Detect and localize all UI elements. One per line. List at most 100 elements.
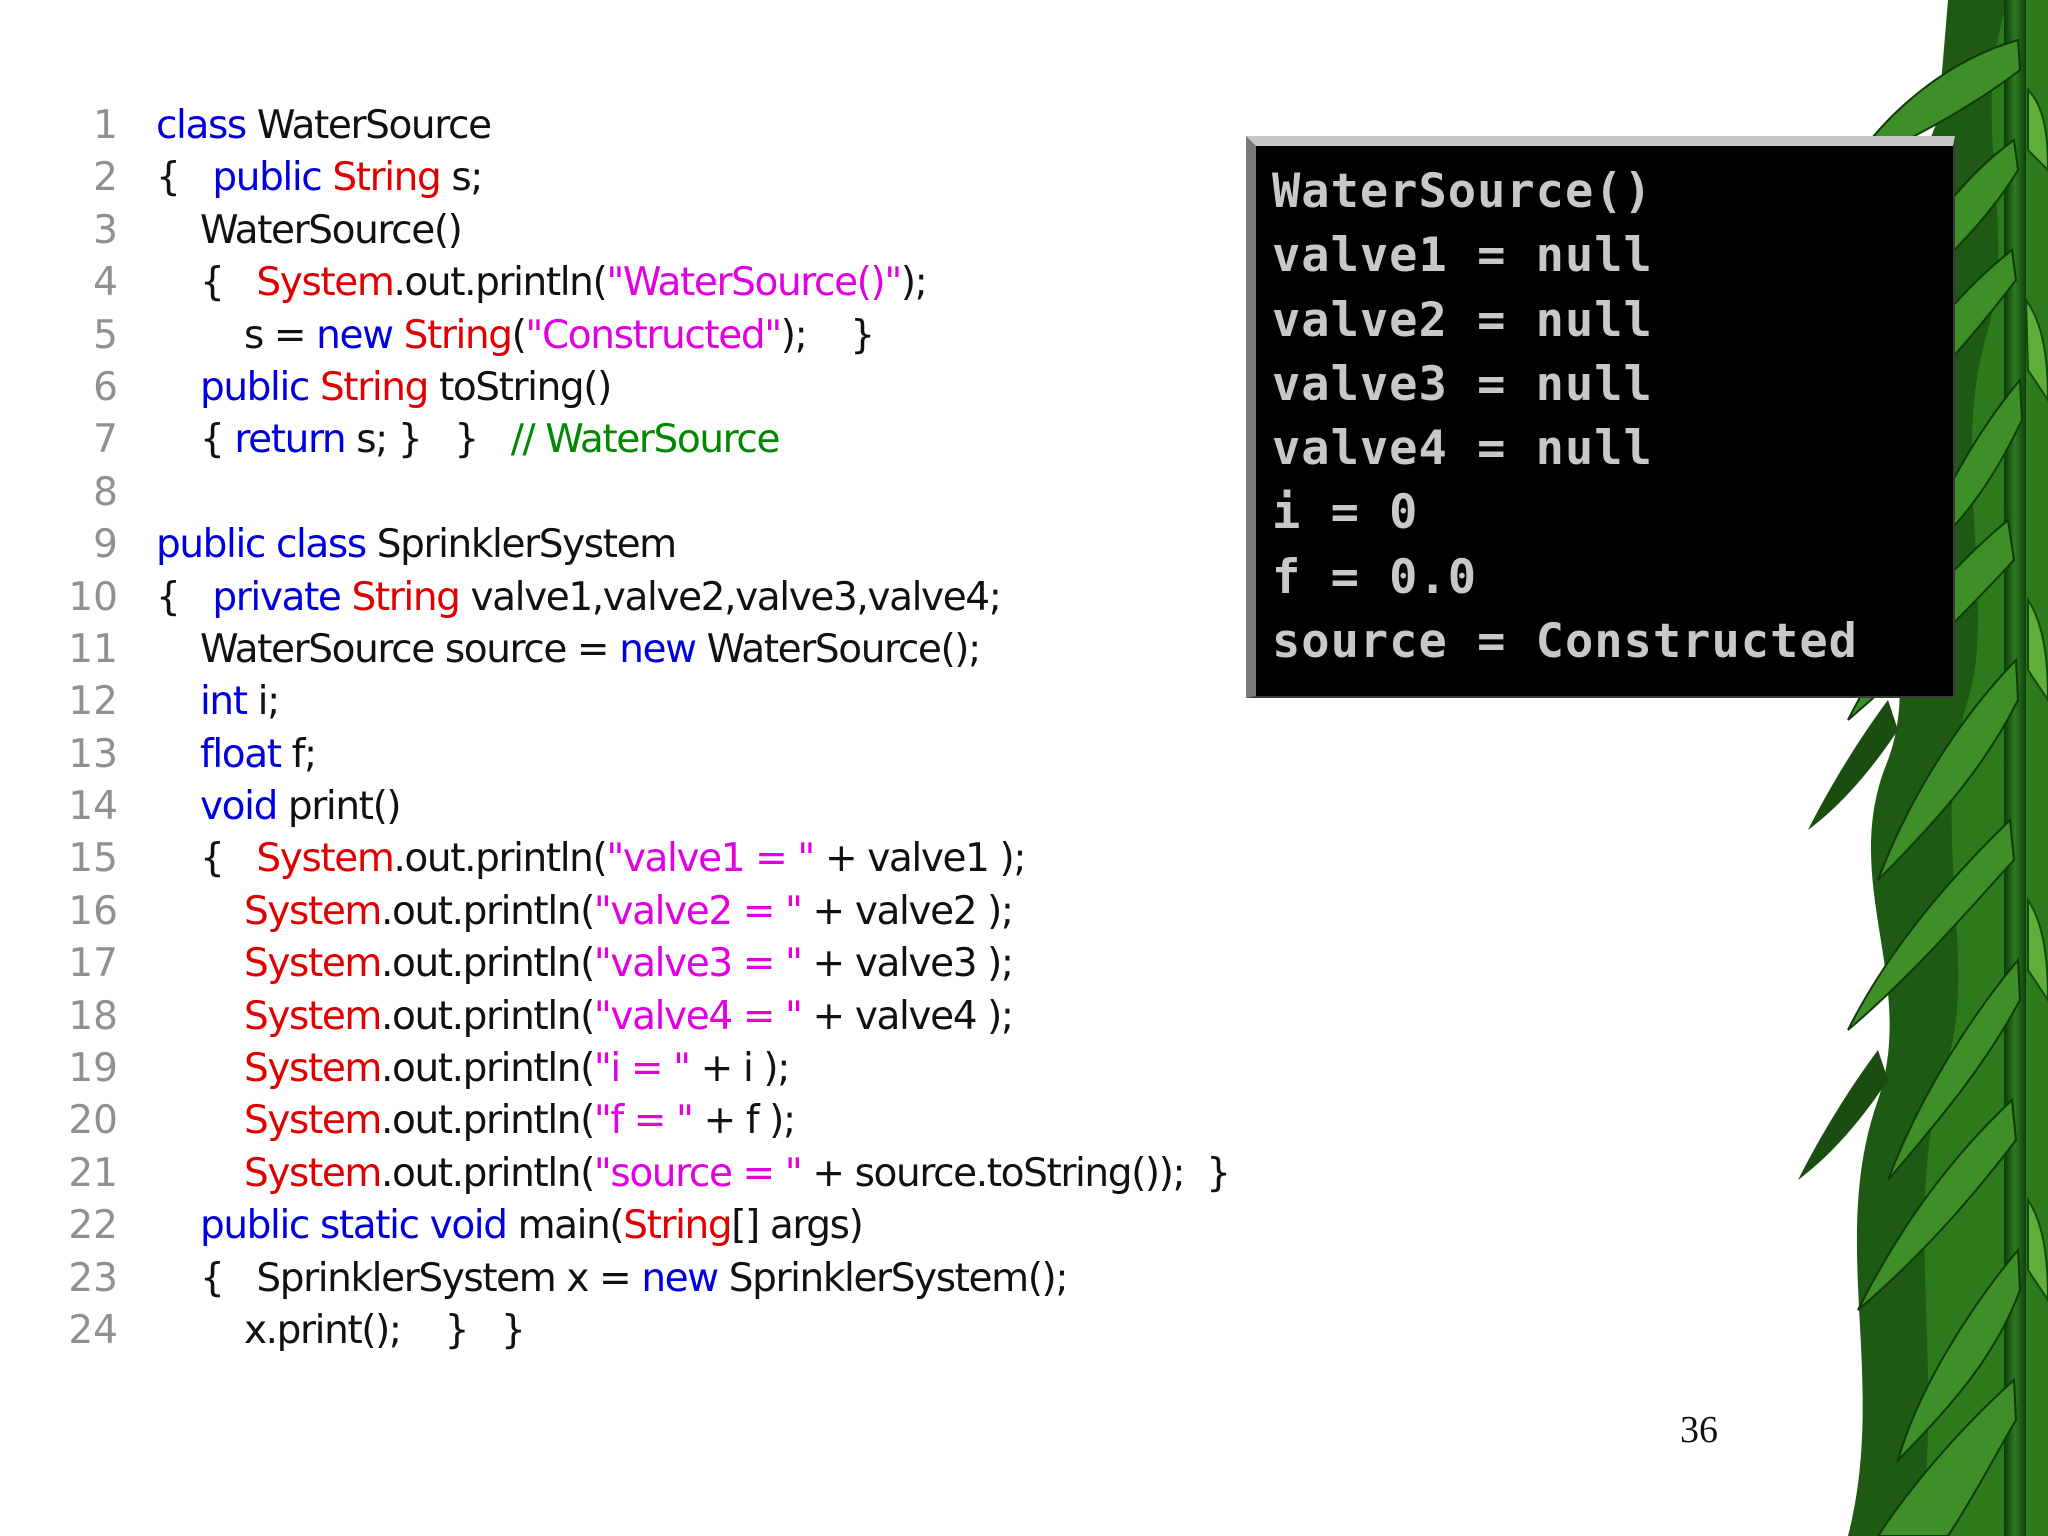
code-token: void: [200, 784, 278, 830]
code-token: x.print(); } }: [156, 1307, 526, 1353]
code-token: WaterSource: [245, 103, 492, 148]
code-token: s;: [440, 155, 483, 201]
code-token: "valve2 = ": [593, 888, 803, 934]
console-line: f = 0.0: [1272, 549, 1478, 605]
code-token: float: [200, 731, 282, 777]
line-number: 1: [93, 103, 118, 148]
code-token: String: [332, 155, 441, 201]
code-token: [156, 732, 200, 777]
code-token: i;: [246, 679, 281, 725]
code-token: [156, 1203, 200, 1248]
line-number: 6: [93, 364, 118, 410]
line-number: 7: [93, 417, 118, 463]
code-token: WaterSource source =: [156, 626, 620, 672]
code-text: { System.out.println("WaterSource()");: [156, 257, 928, 309]
console-line: valve3 = null: [1272, 356, 1653, 412]
code-token: private: [212, 574, 341, 620]
code-token: + valve2 );: [801, 888, 1015, 934]
code-token: void: [429, 1203, 508, 1249]
code-token: .out.println(: [381, 941, 595, 987]
code-text: System.out.println("valve4 = " + valve4 …: [156, 991, 1015, 1043]
code-token: System: [243, 993, 382, 1039]
code-token: public: [200, 364, 310, 410]
code-token: SprinklerSystem: [365, 522, 677, 568]
code-token: new: [619, 626, 697, 672]
code-token: ); }: [780, 312, 875, 358]
line-number: 19: [68, 1046, 118, 1092]
code-token: .out.println(: [381, 1150, 595, 1196]
code-text: { private String valve1,valve2,valve3,va…: [156, 572, 1002, 624]
code-token: [321, 155, 332, 200]
console-line: valve4 = null: [1272, 421, 1653, 477]
code-token: "i = ": [593, 1046, 691, 1092]
code-token: new: [316, 312, 394, 358]
code-token: new: [641, 1255, 719, 1301]
code-token: public: [212, 155, 322, 201]
code-token: + source.toString()); }: [801, 1150, 1231, 1196]
code-token: // WaterSource: [510, 417, 781, 463]
line-number: 2: [93, 155, 118, 201]
code-token: [156, 889, 244, 934]
console-line: valve2 = null: [1272, 292, 1653, 348]
code-token: {: [156, 574, 213, 620]
code-token: {: [156, 417, 235, 463]
code-token: System: [243, 1046, 382, 1092]
code-text: void print(): [156, 781, 402, 833]
code-token: [393, 313, 404, 358]
code-token: [156, 1151, 244, 1196]
line-number: 10: [68, 574, 118, 620]
code-token: print(): [276, 784, 402, 830]
code-token: System: [243, 888, 382, 934]
code-token: [] args): [731, 1203, 864, 1249]
code-token: "Constructed": [525, 312, 782, 358]
code-text: s = new String("Constructed"); }: [156, 310, 875, 362]
code-token: + valve3 );: [801, 941, 1015, 987]
code-token: "WaterSource()": [606, 260, 902, 306]
code-token: {: [156, 836, 257, 882]
line-number: 17: [68, 941, 118, 987]
code-token: {: [156, 155, 213, 201]
code-token: [156, 365, 200, 410]
code-text: System.out.println("valve2 = " + valve2 …: [156, 886, 1015, 938]
code-token: [419, 1203, 430, 1248]
code-token: String: [319, 364, 429, 410]
code-token: [156, 784, 200, 829]
line-number: 3: [93, 207, 118, 253]
code-token: toString(): [427, 364, 612, 410]
code-token: public: [156, 522, 266, 568]
console-line: valve1 = null: [1272, 228, 1653, 284]
code-token: WaterSource();: [695, 626, 982, 672]
code-token: System: [256, 836, 394, 882]
code-token: [309, 365, 320, 410]
code-token: .out.println(: [381, 888, 595, 934]
code-token: [156, 679, 200, 724]
code-text: { System.out.println("valve1 = " + valve…: [156, 833, 1027, 885]
code-text: public static void main(String[] args): [156, 1200, 864, 1252]
code-token: + valve1 );: [813, 836, 1027, 882]
code-token: class: [156, 103, 247, 148]
code-token: valve1,valve2,valve3,valve4;: [459, 574, 1001, 620]
code-token: String: [623, 1203, 732, 1249]
code-token: static: [319, 1203, 420, 1249]
code-token: s; } }: [345, 417, 511, 463]
code-token: );: [900, 260, 928, 306]
code-token: return: [234, 417, 346, 463]
code-token: f;: [280, 731, 317, 777]
code-token: {: [156, 260, 257, 306]
line-number: 21: [68, 1150, 118, 1196]
code-text: { return s; } } // WaterSource: [156, 414, 781, 466]
line-number: 5: [93, 312, 118, 358]
code-token: [156, 1098, 244, 1143]
code-token: [309, 1203, 320, 1248]
code-token: "f = ": [593, 1098, 694, 1144]
code-token: (: [511, 312, 527, 358]
code-token: + valve4 );: [801, 993, 1015, 1039]
code-text: System.out.println("valve3 = " + valve3 …: [156, 938, 1015, 990]
code-token: .out.println(: [393, 260, 607, 306]
code-text: System.out.println("source = " + source.…: [156, 1148, 1231, 1200]
code-token: "valve4 = ": [593, 993, 803, 1039]
code-token: + i );: [689, 1046, 791, 1092]
